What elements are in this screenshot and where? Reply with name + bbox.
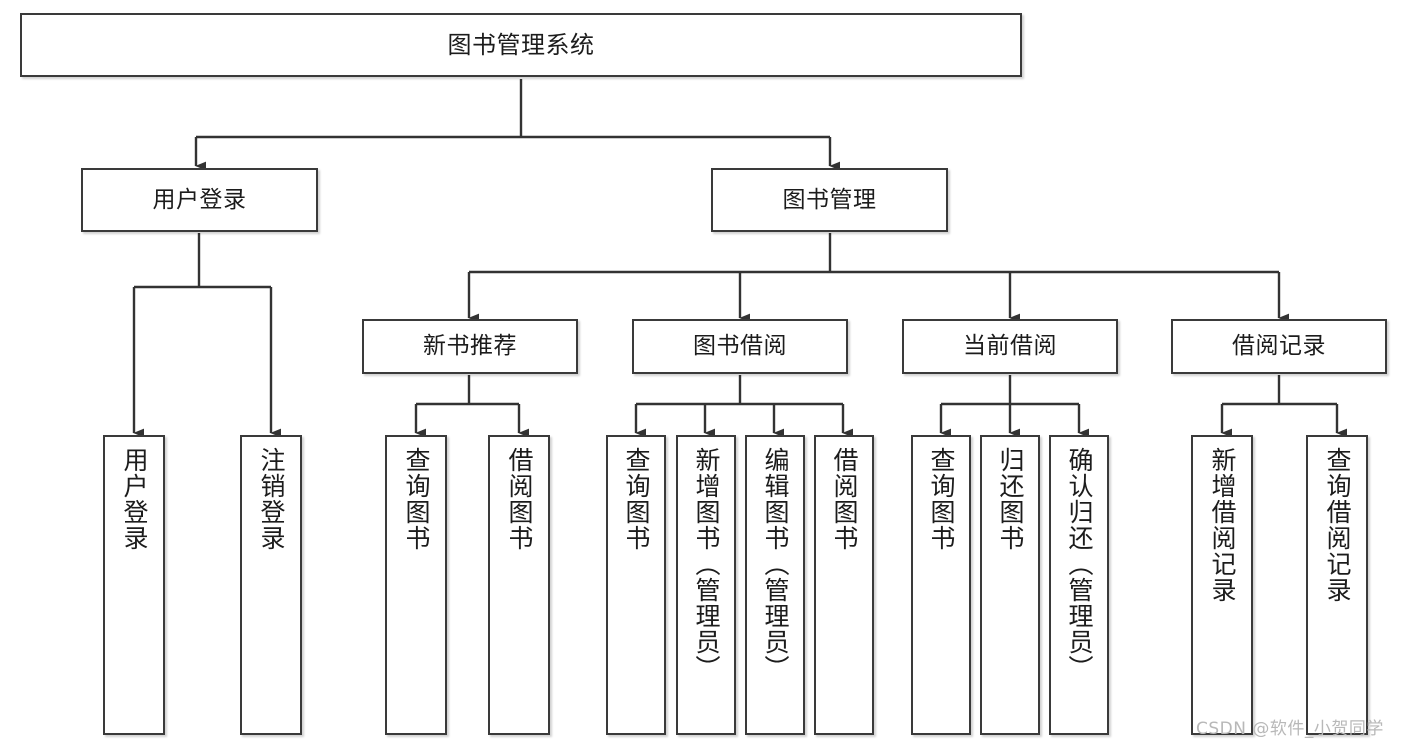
node-label: 新增图书（管理员）: [692, 447, 721, 681]
node-user-login[interactable]: 用户登录: [81, 168, 318, 232]
node-label: 注销登录: [257, 447, 286, 551]
node-label: 借阅图书: [505, 447, 534, 551]
node-label: 查询图书: [927, 447, 956, 551]
node-label: 归还图书: [996, 447, 1025, 551]
node-book-borrow[interactable]: 图书借阅: [632, 319, 848, 374]
node-label: 图书借阅: [693, 333, 787, 359]
leaf-query-book-borrow[interactable]: 查询图书: [606, 435, 666, 735]
node-label: 用户登录: [120, 447, 149, 551]
node-label: 新增借阅记录: [1208, 447, 1237, 603]
node-label: 图书管理系统: [447, 31, 595, 59]
leaf-user-login[interactable]: 用户登录: [103, 435, 165, 735]
node-label: 确认归还（管理员）: [1065, 447, 1094, 681]
node-label: 用户登录: [152, 186, 247, 213]
node-label: 查询借阅记录: [1323, 447, 1352, 603]
leaf-query-borrow-record[interactable]: 查询借阅记录: [1306, 435, 1368, 735]
node-label: 借阅记录: [1232, 333, 1326, 359]
node-label: 查询图书: [402, 447, 431, 551]
leaf-edit-book-admin[interactable]: 编辑图书（管理员）: [745, 435, 805, 735]
leaf-query-book-current[interactable]: 查询图书: [911, 435, 971, 735]
leaf-logout[interactable]: 注销登录: [240, 435, 302, 735]
node-label: 图书管理: [782, 186, 877, 213]
node-current-borrow[interactable]: 当前借阅: [902, 319, 1118, 374]
leaf-confirm-return-admin[interactable]: 确认归还（管理员）: [1049, 435, 1109, 735]
leaf-add-book-admin[interactable]: 新增图书（管理员）: [676, 435, 736, 735]
csdn-watermark: CSDN @软件_小贺同学: [1196, 719, 1384, 739]
node-new-book-recommend[interactable]: 新书推荐: [362, 319, 578, 374]
node-label: 借阅图书: [830, 447, 859, 551]
leaf-return-book[interactable]: 归还图书: [980, 435, 1040, 735]
leaf-query-book-recommend[interactable]: 查询图书: [385, 435, 447, 735]
node-label: 编辑图书（管理员）: [761, 447, 790, 681]
leaf-borrow-book-recommend[interactable]: 借阅图书: [488, 435, 550, 735]
node-label: 查询图书: [622, 447, 651, 551]
node-borrow-record[interactable]: 借阅记录: [1171, 319, 1387, 374]
node-book-management[interactable]: 图书管理: [711, 168, 948, 232]
node-label: 新书推荐: [423, 333, 517, 359]
node-root-system[interactable]: 图书管理系统: [20, 13, 1022, 77]
node-label: 当前借阅: [963, 333, 1057, 359]
leaf-borrow-book-borrow[interactable]: 借阅图书: [814, 435, 874, 735]
leaf-add-borrow-record[interactable]: 新增借阅记录: [1191, 435, 1253, 735]
